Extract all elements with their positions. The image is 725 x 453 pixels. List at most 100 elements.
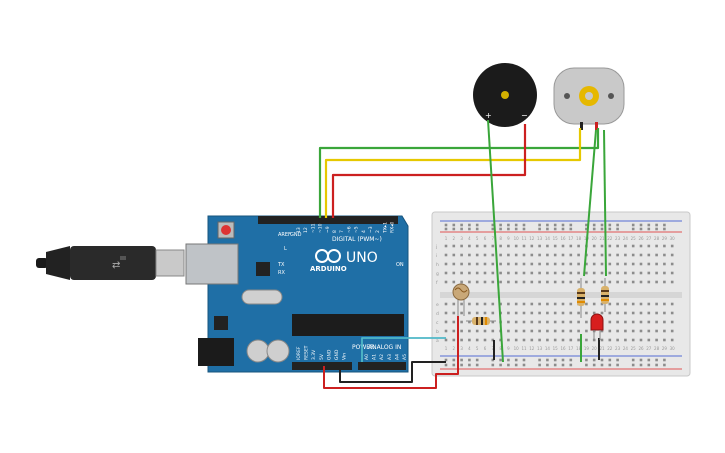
breadboard-hole[interactable]	[514, 262, 518, 266]
breadboard-hole[interactable]	[624, 262, 627, 266]
breadboard-hole[interactable]	[624, 302, 627, 306]
wire-green-breadboard-1[interactable]	[583, 129, 597, 277]
wire-yellow-motor[interactable]	[324, 128, 582, 218]
breadboard-hole[interactable]	[616, 329, 619, 333]
breadboard-hole[interactable]	[569, 320, 573, 324]
breadboard-hole[interactable]	[655, 223, 658, 227]
breadboard-hole[interactable]	[460, 363, 463, 367]
breadboard-hole[interactable]	[491, 311, 495, 315]
breadboard-hole[interactable]	[475, 262, 479, 266]
breadboard-hole[interactable]	[647, 311, 651, 315]
breadboard-hole[interactable]	[491, 338, 495, 342]
breadboard-hole[interactable]	[452, 223, 456, 227]
breadboard-hole[interactable]	[631, 302, 635, 306]
breadboard-hole[interactable]	[647, 280, 651, 284]
breadboard-hole[interactable]	[600, 329, 604, 333]
breadboard-hole[interactable]	[452, 302, 456, 306]
breadboard-hole[interactable]	[522, 338, 526, 342]
arduino-uno-board[interactable]: ARDUINO UNO DIGITAL (PWM~) POWER ANALOG …	[185, 215, 409, 373]
breadboard-hole[interactable]	[600, 262, 604, 266]
breadboard-hole[interactable]	[475, 338, 479, 342]
breadboard-hole[interactable]	[569, 223, 573, 227]
reset-button-cap[interactable]	[221, 225, 231, 235]
breadboard-hole[interactable]	[577, 280, 580, 284]
breadboard-hole[interactable]	[616, 262, 619, 266]
breadboard-hole[interactable]	[655, 320, 658, 324]
breadboard-hole[interactable]	[647, 253, 651, 257]
breadboard-hole[interactable]	[553, 358, 557, 362]
breadboard-hole[interactable]	[663, 363, 666, 367]
breadboard-hole[interactable]	[553, 227, 557, 231]
breadboard-hole[interactable]	[608, 227, 612, 231]
breadboard-hole[interactable]	[468, 311, 471, 315]
breadboard-hole[interactable]	[655, 329, 658, 333]
breadboard-hole[interactable]	[546, 253, 549, 257]
breadboard-hole[interactable]	[475, 280, 479, 284]
breadboard-hole[interactable]	[592, 358, 596, 362]
breadboard-hole[interactable]	[592, 280, 596, 284]
breadboard-hole[interactable]	[499, 358, 502, 362]
breadboard-hole[interactable]	[468, 320, 471, 324]
breadboard-hole[interactable]	[553, 363, 557, 367]
breadboard-hole[interactable]	[616, 244, 619, 248]
breadboard-hole[interactable]	[616, 320, 619, 324]
breadboard-hole[interactable]	[491, 227, 495, 231]
breadboard-hole[interactable]	[655, 253, 658, 257]
breadboard-hole[interactable]	[553, 271, 557, 275]
breadboard-hole[interactable]	[585, 227, 588, 231]
breadboard-hole[interactable]	[592, 244, 596, 248]
breadboard-hole[interactable]	[569, 338, 573, 342]
breadboard-hole[interactable]	[600, 302, 604, 306]
breadboard-hole[interactable]	[639, 227, 643, 231]
breadboard-hole[interactable]	[608, 280, 612, 284]
breadboard-hole[interactable]	[663, 223, 666, 227]
breadboard-hole[interactable]	[655, 244, 658, 248]
breadboard-hole[interactable]	[663, 320, 666, 324]
wire-green-breadboard-2[interactable]	[603, 129, 607, 277]
motor-terminal-black[interactable]	[580, 122, 583, 130]
breadboard-hole[interactable]	[585, 262, 588, 266]
breadboard-hole[interactable]	[468, 363, 471, 367]
breadboard-hole[interactable]	[452, 329, 456, 333]
breadboard-hole[interactable]	[530, 320, 534, 324]
breadboard-hole[interactable]	[608, 262, 612, 266]
breadboard-hole[interactable]	[546, 338, 549, 342]
breadboard-hole[interactable]	[514, 338, 518, 342]
breadboard-hole[interactable]	[561, 253, 565, 257]
breadboard-hole[interactable]	[538, 253, 541, 257]
breadboard-hole[interactable]	[663, 329, 666, 333]
breadboard-hole[interactable]	[522, 302, 526, 306]
breadboard-hole[interactable]	[631, 253, 635, 257]
breadboard-hole[interactable]	[460, 358, 463, 362]
breadboard-hole[interactable]	[647, 271, 651, 275]
breadboard-hole[interactable]	[491, 253, 495, 257]
breadboard-hole[interactable]	[561, 262, 565, 266]
breadboard-hole[interactable]	[639, 262, 643, 266]
breadboard-hole[interactable]	[561, 358, 565, 362]
breadboard-hole[interactable]	[546, 320, 549, 324]
breadboard-hole[interactable]	[522, 253, 526, 257]
breadboard-hole[interactable]	[460, 227, 463, 231]
breadboard-hole[interactable]	[507, 358, 510, 362]
breadboard-hole[interactable]	[600, 280, 604, 284]
breadboard-hole[interactable]	[663, 280, 666, 284]
breadboard-hole[interactable]	[655, 302, 658, 306]
breadboard-hole[interactable]	[452, 227, 456, 231]
breadboard-hole[interactable]	[561, 363, 565, 367]
breadboard-hole[interactable]	[624, 253, 627, 257]
breadboard-hole[interactable]	[475, 363, 479, 367]
breadboard-hole[interactable]	[670, 302, 674, 306]
breadboard-hole[interactable]	[639, 223, 643, 227]
breadboard-hole[interactable]	[600, 363, 604, 367]
breadboard-hole[interactable]	[530, 338, 534, 342]
breadboard-hole[interactable]	[577, 244, 580, 248]
breadboard-hole[interactable]	[663, 244, 666, 248]
wire-black-gnd[interactable]	[339, 361, 446, 383]
breadboard-hole[interactable]	[577, 311, 580, 315]
breadboard-hole[interactable]	[631, 320, 635, 324]
breadboard-hole[interactable]	[639, 311, 643, 315]
breadboard-hole[interactable]	[553, 329, 557, 333]
breadboard-hole[interactable]	[553, 244, 557, 248]
resistor-1[interactable]	[466, 317, 496, 325]
breadboard-hole[interactable]	[592, 363, 596, 367]
